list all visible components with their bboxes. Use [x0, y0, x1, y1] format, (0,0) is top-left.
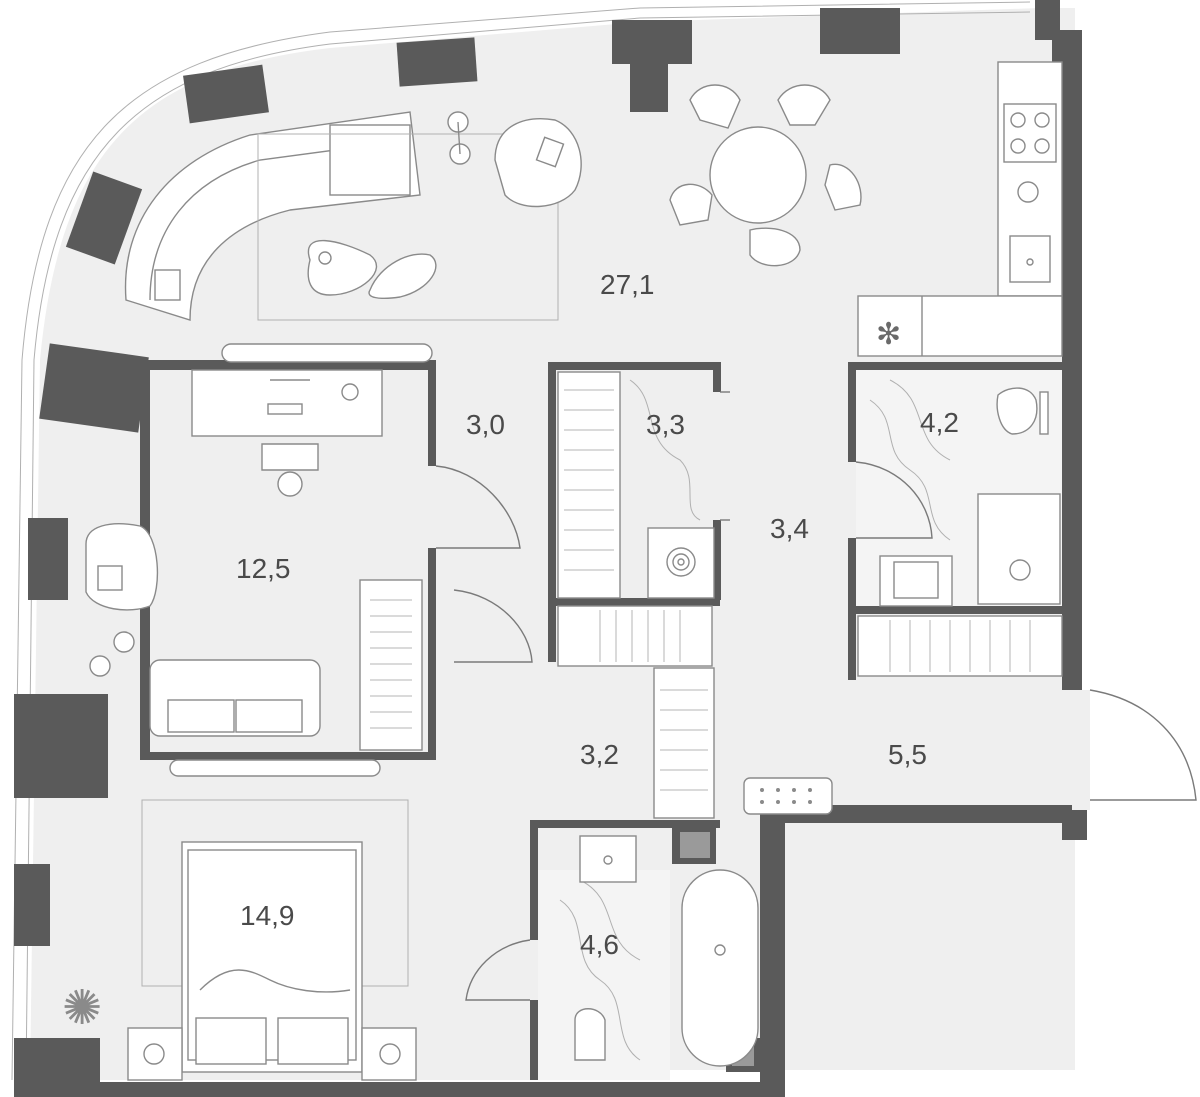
- window-band: [21, 1, 1031, 361]
- bed: [181, 841, 363, 1073]
- wet-texture: [559, 379, 951, 1061]
- area-bathroom-upper: 4,2: [920, 407, 959, 438]
- coffee-tables: [307, 239, 437, 299]
- doors: [435, 391, 1197, 1001]
- washer: [647, 527, 715, 599]
- wardrobe-upper-box: [557, 371, 621, 599]
- shoe-rack-dots: [760, 788, 812, 804]
- kitchen: [857, 61, 1063, 357]
- area-corridor-lower: 3,2: [580, 739, 619, 770]
- sofa-curved: [124, 111, 421, 321]
- shoe-rack: [743, 777, 833, 815]
- lounge-chair: [494, 118, 582, 208]
- wardrobe-hatch-study: [370, 599, 412, 729]
- area-study: 12,5: [236, 553, 291, 584]
- outer-walls: [14, 0, 1087, 1097]
- dining-set: [669, 84, 862, 267]
- wardrobe-hatch-upper: [564, 389, 614, 571]
- bathroom-upper-fixtures: [879, 387, 1061, 607]
- plant-icon: ✺: [62, 982, 102, 1035]
- rug: [257, 133, 559, 321]
- wardrobe-right: [857, 615, 1063, 677]
- floor-lamp: [447, 111, 471, 165]
- wardrobe-corridor: [653, 667, 715, 819]
- spiral-icon: [666, 547, 696, 577]
- window-band-inner: [33, 11, 1031, 361]
- area-living-kitchen: 27,1: [600, 269, 655, 300]
- area-wardrobe-upper: 3,3: [646, 409, 685, 440]
- area-corridor-right: 3,4: [770, 513, 809, 544]
- area-hallway: 5,5: [888, 739, 927, 770]
- area-bathroom-lower: 4,6: [580, 929, 619, 960]
- nightstand-left: [127, 1027, 183, 1081]
- wardrobe-middle: [557, 605, 713, 667]
- bathroom-lower-fixtures: [574, 835, 759, 1067]
- study-furniture: [85, 343, 433, 751]
- snowflake-icon: ✻: [876, 318, 901, 351]
- nightstand-right: [361, 1027, 417, 1081]
- area-bedroom: 14,9: [240, 900, 295, 931]
- area-corridor-upper: 3,0: [466, 409, 505, 440]
- tv-stand: [169, 759, 381, 777]
